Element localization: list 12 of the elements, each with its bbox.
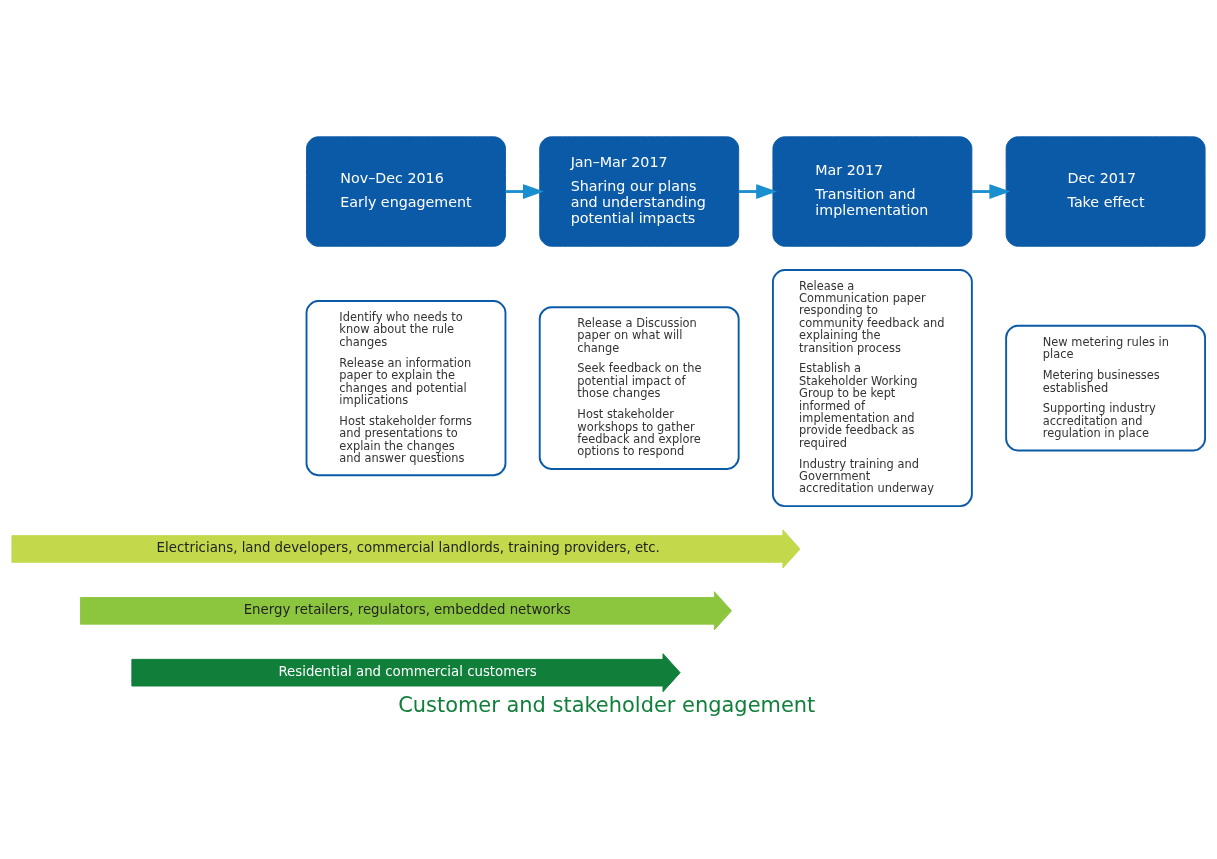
arrow bbox=[972, 184, 1011, 199]
caption: Customer and stakeholder engagement bbox=[398, 693, 816, 718]
arrow bbox=[505, 184, 544, 199]
node-box: New metering rules in place Metering businesses established Supporting industry accreditation and regulation in place bbox=[1005, 324, 1206, 452]
node-box: Mar 2017 Transition and implementation bbox=[772, 136, 973, 247]
node-box: Dec 2017 Take effect bbox=[1005, 136, 1206, 247]
arrow bbox=[738, 184, 778, 199]
node-box: Jan–Mar 2017 Sharing our plans and understanding potential impacts bbox=[539, 136, 740, 247]
node-box: Release a Discussion paper on what will change Seek feedback on the potential impact of those changes Host stakeholder workshops to gather feedback and explore options to respond bbox=[538, 306, 740, 470]
node-box: Nov–Dec 2016 Early engagement bbox=[306, 136, 506, 247]
node-box: Identify who needs to know about the rule changes Release an information paper to explain the changes and potential implications Host stakeholder forms and presentations to explain the changes and answer questions bbox=[305, 300, 507, 477]
node-box: Release a Communication paper responding to community feedback and explaining the transition process Establish a Stakeholder Working Group to be kept informed of implementation and provide feedback as required Industry training and Government accreditation underway bbox=[771, 269, 973, 508]
